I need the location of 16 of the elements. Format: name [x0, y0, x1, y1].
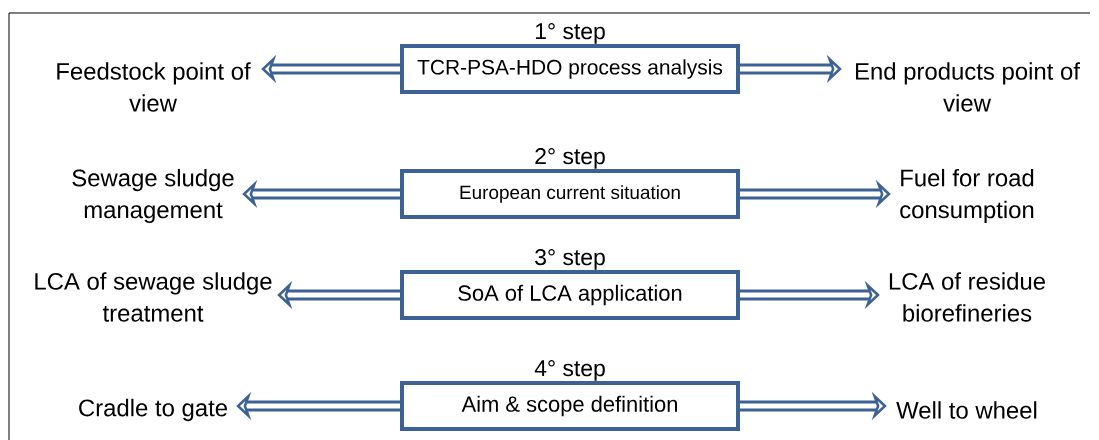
process-box: TCR-PSA-HDO process analysis — [400, 44, 740, 94]
process-box: SoA of LCA application — [400, 270, 740, 320]
process-box: Aim & scope definition — [400, 381, 740, 431]
text-label: Sewage sludge management — [72, 168, 234, 224]
step-heading: 1° step — [535, 23, 605, 44]
text-label: LCA of residue biorefineries — [889, 272, 1045, 322]
text-label: LCA of sewage sludge treatment — [35, 272, 272, 322]
step-heading: 3° step — [535, 249, 605, 270]
text-label: End products point of view — [856, 62, 1080, 112]
step-heading: 4° step — [534, 360, 605, 381]
text-label: Fuel for road consumption — [900, 168, 1034, 224]
step-heading: 2° step — [535, 148, 605, 169]
text-label: Well to wheel — [896, 401, 1037, 419]
text-label: Feedstock point of view — [57, 62, 251, 112]
process-box: European current situation — [400, 169, 740, 219]
text-label: Cradle to gate — [79, 398, 227, 422]
